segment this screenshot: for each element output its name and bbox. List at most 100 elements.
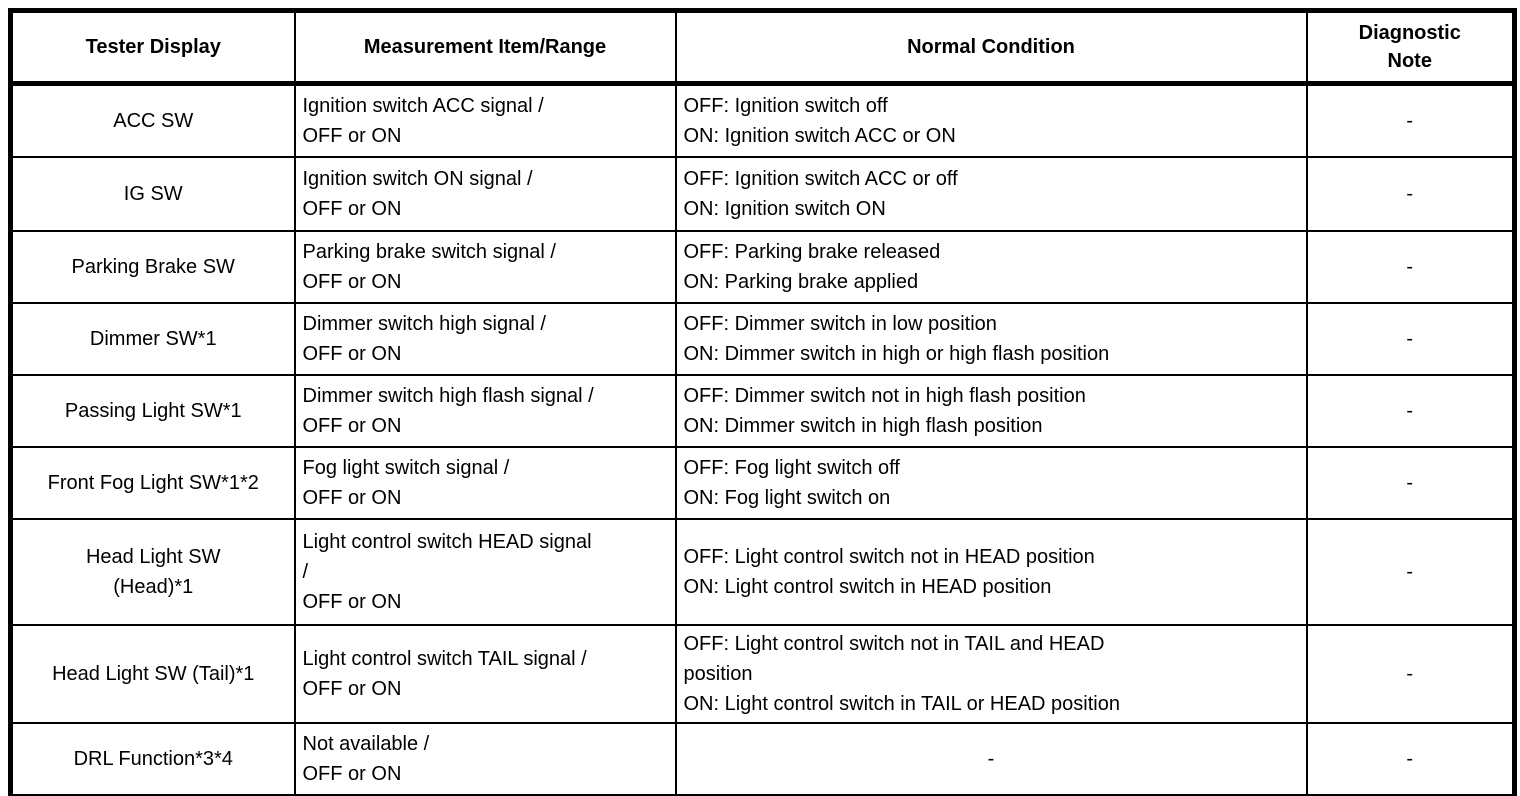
cell-line: ACC SW [113,109,194,132]
cell-line: ON: Dimmer switch in high or high flash … [683,342,1110,365]
cell-measurement: Light control switch TAIL signal / OFF or… [293,623,677,724]
header-line: Normal Condition [907,36,1075,58]
cell-diagnostic-note: - [1305,229,1516,304]
table-body: ACC SW Ignition switch ACC signal / OFF or… [9,82,1516,796]
header-line: Diagnostic [1358,22,1461,44]
col-header-tester-display: Tester Display [9,9,296,86]
cell-line: Head Light SW (Tail)*1 [52,662,255,685]
table-row: Head Light SW (Tail)*1 Light control swit… [9,623,1516,724]
cell-line: ON: Ignition switch ON [683,197,886,220]
cell-line: OFF: Ignition switch ACC or off [683,167,958,190]
cell-diagnostic-note: - [1305,82,1516,158]
cell-diagnostic-note: - [1305,517,1516,626]
cell-line: Light control switch TAIL signal / [302,647,587,670]
cell-line: OFF or ON [302,342,402,365]
cell-tester-display: DRL Function*3*4 [9,721,296,796]
cell-line: - [1406,747,1414,770]
cell-line: OFF or ON [302,677,402,700]
cell-line: - [1406,255,1414,278]
cell-line: OFF: Light control switch not in HEAD po… [683,545,1095,568]
cell-line: Ignition switch ON signal / [302,167,533,190]
cell-line: Passing Light SW*1 [64,399,242,422]
cell-diagnostic-note: - [1305,623,1516,724]
cell-line: OFF or ON [302,590,402,613]
cell-diagnostic-note: - [1305,155,1516,232]
header-line: Note [1387,50,1432,72]
cell-measurement: Ignition switch ON signal / OFF or ON [293,155,677,232]
cell-line: - [1406,471,1414,494]
cell-line: Fog light switch signal / [302,456,510,479]
cell-line: - [1406,399,1414,422]
cell-line: Light control switch HEAD signal [302,530,592,553]
cell-measurement: Dimmer switch high signal / OFF or ON [293,301,677,376]
cell-line: - [1406,109,1414,132]
cell-line: Dimmer switch high flash signal / [302,384,594,407]
cell-measurement: Fog light switch signal / OFF or ON [293,445,677,520]
cell-line: Head Light SW [85,545,221,568]
cell-line: ON: Parking brake applied [683,270,919,293]
cell-line: (Head)*1 [113,575,194,598]
cell-diagnostic-note: - [1305,445,1516,520]
cell-measurement: Dimmer switch high flash signal /OFF or … [293,373,677,448]
cell-tester-display: Head Light SW (Tail)*1 [9,623,296,724]
cell-line: OFF or ON [302,270,402,293]
cell-line: ON: Light control switch in HEAD positio… [683,575,1052,598]
cell-line: - [1406,560,1414,583]
cell-line: position [683,662,753,685]
cell-line: Parking Brake SW [71,255,235,278]
cell-line: ON: Dimmer switch in high flash position [683,414,1043,437]
cell-line: - [1406,327,1414,350]
cell-line: Dimmer switch high signal / [302,312,546,335]
cell-line: - [987,747,995,770]
cell-line: ON: Ignition switch ACC or ON [683,124,956,147]
cell-line: OFF or ON [302,124,402,147]
cell-line: OFF: Light control switch not in TAIL an… [683,632,1105,655]
cell-line: IG SW [123,182,183,205]
cell-line: OFF: Dimmer switch in low position [683,312,997,335]
cell-line: Parking brake switch signal / [302,240,556,263]
cell-measurement: Parking brake switch signal / OFF or ON [293,229,677,304]
table-row: DRL Function*3*4 Not available / OFF or ON… [9,721,1516,796]
table-row: Parking Brake SW Parking brake switch sig… [9,229,1516,304]
cell-normal-condition: OFF: Light control switch not in HEAD po… [674,517,1308,626]
col-header-normal-condition: Normal Condition [674,9,1308,86]
table-row: Head Light SW (Head)*1 Light control switc… [9,517,1516,626]
cell-line: Ignition switch ACC signal / [302,94,544,117]
cell-tester-display: Dimmer SW*1 [9,301,296,376]
col-header-measurement-item-range: Measurement Item/Range [293,9,677,86]
cell-line: OFF: Dimmer switch not in high flash pos… [683,384,1086,407]
cell-diagnostic-note: - [1305,301,1516,376]
table-row: Dimmer SW*1 Dimmer switch high signal / OF… [9,301,1516,376]
cell-tester-display: Passing Light SW*1 [9,373,296,448]
cell-line: - [1406,182,1414,205]
cell-line: OFF: Ignition switch off [683,94,888,117]
cell-line: ON: Light control switch in TAIL or HEAD… [683,692,1120,715]
cell-tester-display: ACC SW [9,82,296,158]
cell-measurement: Not available / OFF or ON [293,721,677,796]
cell-measurement: Light control switch HEAD signal/OFF or … [293,517,677,626]
cell-normal-condition: OFF: Dimmer switch not in high flash pos… [674,373,1308,448]
cell-line: Dimmer SW*1 [89,327,217,350]
cell-line: OFF or ON [302,197,402,220]
cell-line: OFF or ON [302,486,402,509]
cell-tester-display: Parking Brake SW [9,229,296,304]
cell-line: DRL Function*3*4 [73,747,233,770]
cell-tester-display: IG SW [9,155,296,232]
cell-line: OFF or ON [302,762,402,785]
cell-line: OFF: Fog light switch off [683,456,900,479]
table-row: ACC SW Ignition switch ACC signal / OFF or… [9,82,1516,158]
cell-line: Not available / [302,732,430,755]
table-row: Passing Light SW*1 Dimmer switch high fla… [9,373,1516,448]
cell-line: ON: Fog light switch on [683,486,891,509]
